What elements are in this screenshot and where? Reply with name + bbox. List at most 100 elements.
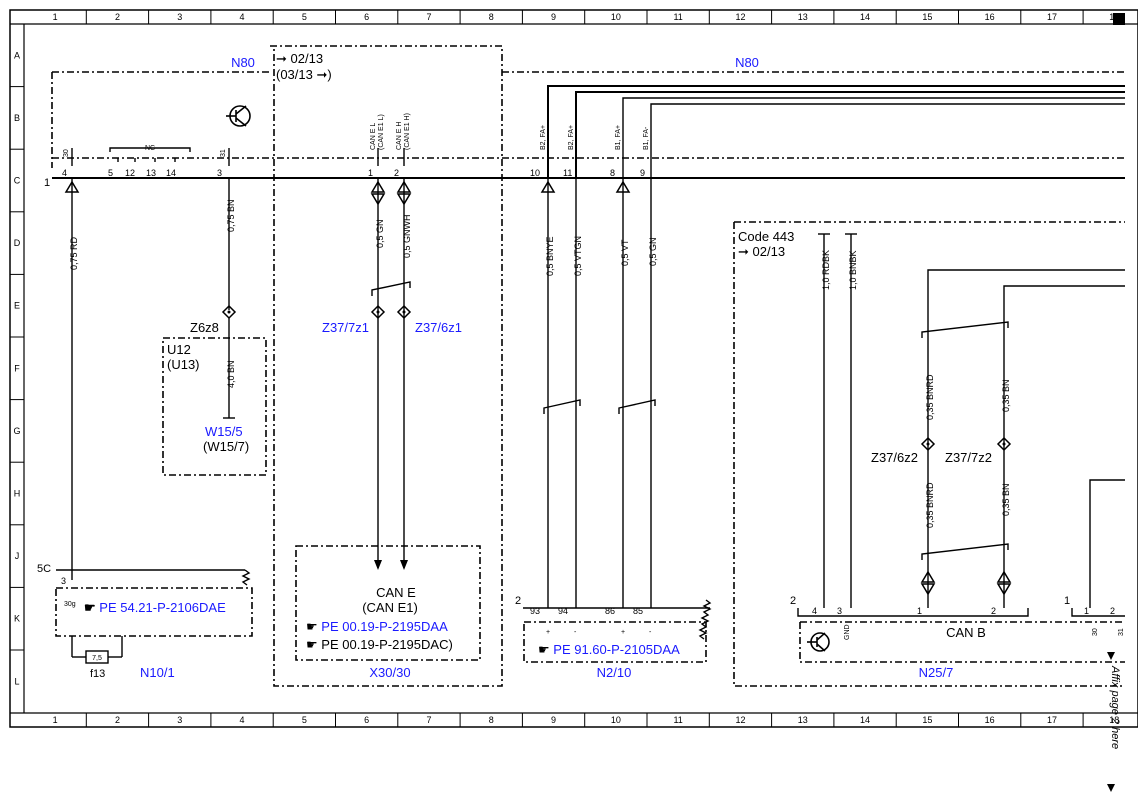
svg-text:+: + (546, 629, 550, 636)
grid-column-number: 9 (551, 715, 556, 725)
grid-row-letter: E (14, 301, 20, 311)
grid-column-number: 2 (115, 12, 120, 22)
wire-label: 0,5 VTGN (573, 236, 583, 276)
n101-boundary (55, 587, 253, 637)
wire-label: 0,5 BNYE (545, 236, 555, 276)
pe-n210[interactable]: ☛ PE 91.60-P-2105DAA (538, 642, 680, 657)
grid-column-number: 5 (302, 12, 307, 22)
can-e-label: CAN E (376, 585, 416, 600)
grid-column-number: 3 (177, 715, 182, 725)
svg-text:12: 12 (125, 168, 135, 178)
svg-text:(CAN E1 L): (CAN E1 L) (378, 114, 385, 150)
can-e-wires[interactable] (370, 178, 412, 570)
f13-label: f13 (90, 668, 105, 680)
grid-column-number: 9 (551, 12, 556, 22)
svg-text:14: 14 (166, 168, 176, 178)
svg-text:B1, FA+: B1, FA+ (615, 125, 622, 150)
can-b-label: CAN B (946, 625, 986, 640)
pe-n101[interactable]: ☛ PE 54.21-P-2106DAE (84, 600, 226, 615)
grid-row-letter: K (14, 614, 20, 624)
svg-text:(CAN E1 H): (CAN E1 H) (404, 113, 411, 150)
u12-boundary (162, 337, 267, 476)
can-e-pins: CAN E L (CAN E1 L) CAN E H (CAN E1 H) 1 … (368, 113, 411, 178)
svg-text:30: 30 (1092, 628, 1099, 636)
svg-text:4: 4 (812, 606, 817, 616)
grid-column-number: 1 (53, 12, 58, 22)
grid-column-ruler: 1122334455667788991010111112121313141415… (53, 10, 1119, 727)
grid-column-number: 10 (611, 715, 621, 725)
svg-text:1: 1 (1064, 595, 1070, 607)
n101-link[interactable]: N10/1 (140, 665, 175, 680)
wire-label: 0,35 BNRD (925, 482, 935, 528)
wire-label: 0,5 GNWH (402, 214, 412, 258)
grid-row-letter: H (14, 489, 21, 499)
z377z1-link[interactable]: Z37/7z1 (322, 320, 369, 335)
svg-text:CAN E H: CAN E H (396, 122, 403, 150)
grid-column-number: 12 (735, 715, 745, 725)
affix-note: Affix page 2 here (1109, 665, 1121, 749)
grid-column-number: 15 (922, 715, 932, 725)
svg-text:31: 31 (220, 149, 227, 157)
grid-column-number: 10 (611, 12, 621, 22)
grid-column-number: 8 (489, 715, 494, 725)
svg-text:2: 2 (515, 595, 521, 607)
pe-x3030-b[interactable]: ☛ PE 00.19-P-2195DAC) (306, 637, 453, 652)
svg-text:8: 8 (610, 168, 615, 178)
grid-column-number: 13 (798, 715, 808, 725)
wire-label: 0,5 VT (620, 239, 630, 266)
wire-label: 0,35 BN (1001, 483, 1011, 516)
svg-text:GND: GND (844, 624, 851, 640)
n80-left-label[interactable]: N80 (231, 55, 255, 70)
n210-wires[interactable] (540, 85, 1125, 608)
code443-label: Code 443 (738, 229, 794, 244)
grid-column-number: 3 (177, 12, 182, 22)
wire-label: 0,35 BN (1001, 379, 1011, 412)
svg-text:B2, FA+: B2, FA+ (568, 125, 575, 150)
wire-label: 0,35 BNRD (925, 374, 935, 420)
x3030-link[interactable]: X30/30 (369, 665, 410, 680)
n257-wires[interactable] (818, 233, 1125, 608)
ref-0213: ➞ 02/13 (276, 51, 323, 66)
svg-text:13: 13 (146, 168, 156, 178)
code443-boundary (733, 221, 1125, 687)
w155-link[interactable]: W15/5 (205, 424, 243, 439)
x3030-inner-boundary (295, 545, 481, 661)
grid-column-number: 12 (735, 12, 745, 22)
grid-column-number: 8 (489, 12, 494, 22)
svg-text:10: 10 (530, 168, 540, 178)
n210-link[interactable]: N2/10 (597, 665, 632, 680)
n80-right-label[interactable]: N80 (735, 55, 759, 70)
grid-column-number: 4 (240, 12, 245, 22)
svg-text:3: 3 (837, 606, 842, 616)
grid-row-letter: L (14, 676, 19, 686)
svg-text:B1, FA-: B1, FA- (643, 126, 650, 150)
affix-arrow-icon (1107, 784, 1115, 792)
z376z1-link[interactable]: Z37/6z1 (415, 320, 462, 335)
u12-label: U12 (167, 342, 191, 357)
svg-text:2: 2 (991, 606, 996, 616)
pe-x3030-a[interactable]: ☛ PE 00.19-P-2195DAA (306, 619, 448, 634)
conn-5c: 5C (37, 563, 51, 575)
ref-0313: (03/13 ➞) (276, 67, 332, 82)
svg-text:94: 94 (558, 606, 568, 616)
diagram-frame (9, 9, 1138, 728)
u13-label: (U13) (167, 357, 200, 372)
svg-text:1: 1 (1084, 606, 1089, 616)
grid-column-number: 6 (364, 715, 369, 725)
grid-column-number: 15 (922, 12, 932, 22)
svg-text:30g: 30g (64, 601, 76, 608)
wire-label: 0,75 BN (226, 199, 236, 232)
n257-link[interactable]: N25/7 (919, 665, 954, 680)
svg-text:9: 9 (640, 168, 645, 178)
grid-column-number: 5 (302, 715, 307, 725)
wire-label: 1,0 BNBK (848, 250, 858, 290)
wire-label: 0,5 GN (648, 237, 658, 266)
grid-row-letter: G (13, 426, 20, 436)
grid-column-number: 11 (673, 12, 682, 22)
svg-text:30: 30 (63, 149, 70, 157)
n210-pins: B2, FA+ B2, FA+ B1, FA+ B1, FA- 10 11 8 … (530, 125, 650, 178)
svg-text:11: 11 (563, 168, 572, 178)
svg-text:93: 93 (530, 606, 540, 616)
z377z2-label: Z37/7z2 (945, 450, 992, 465)
